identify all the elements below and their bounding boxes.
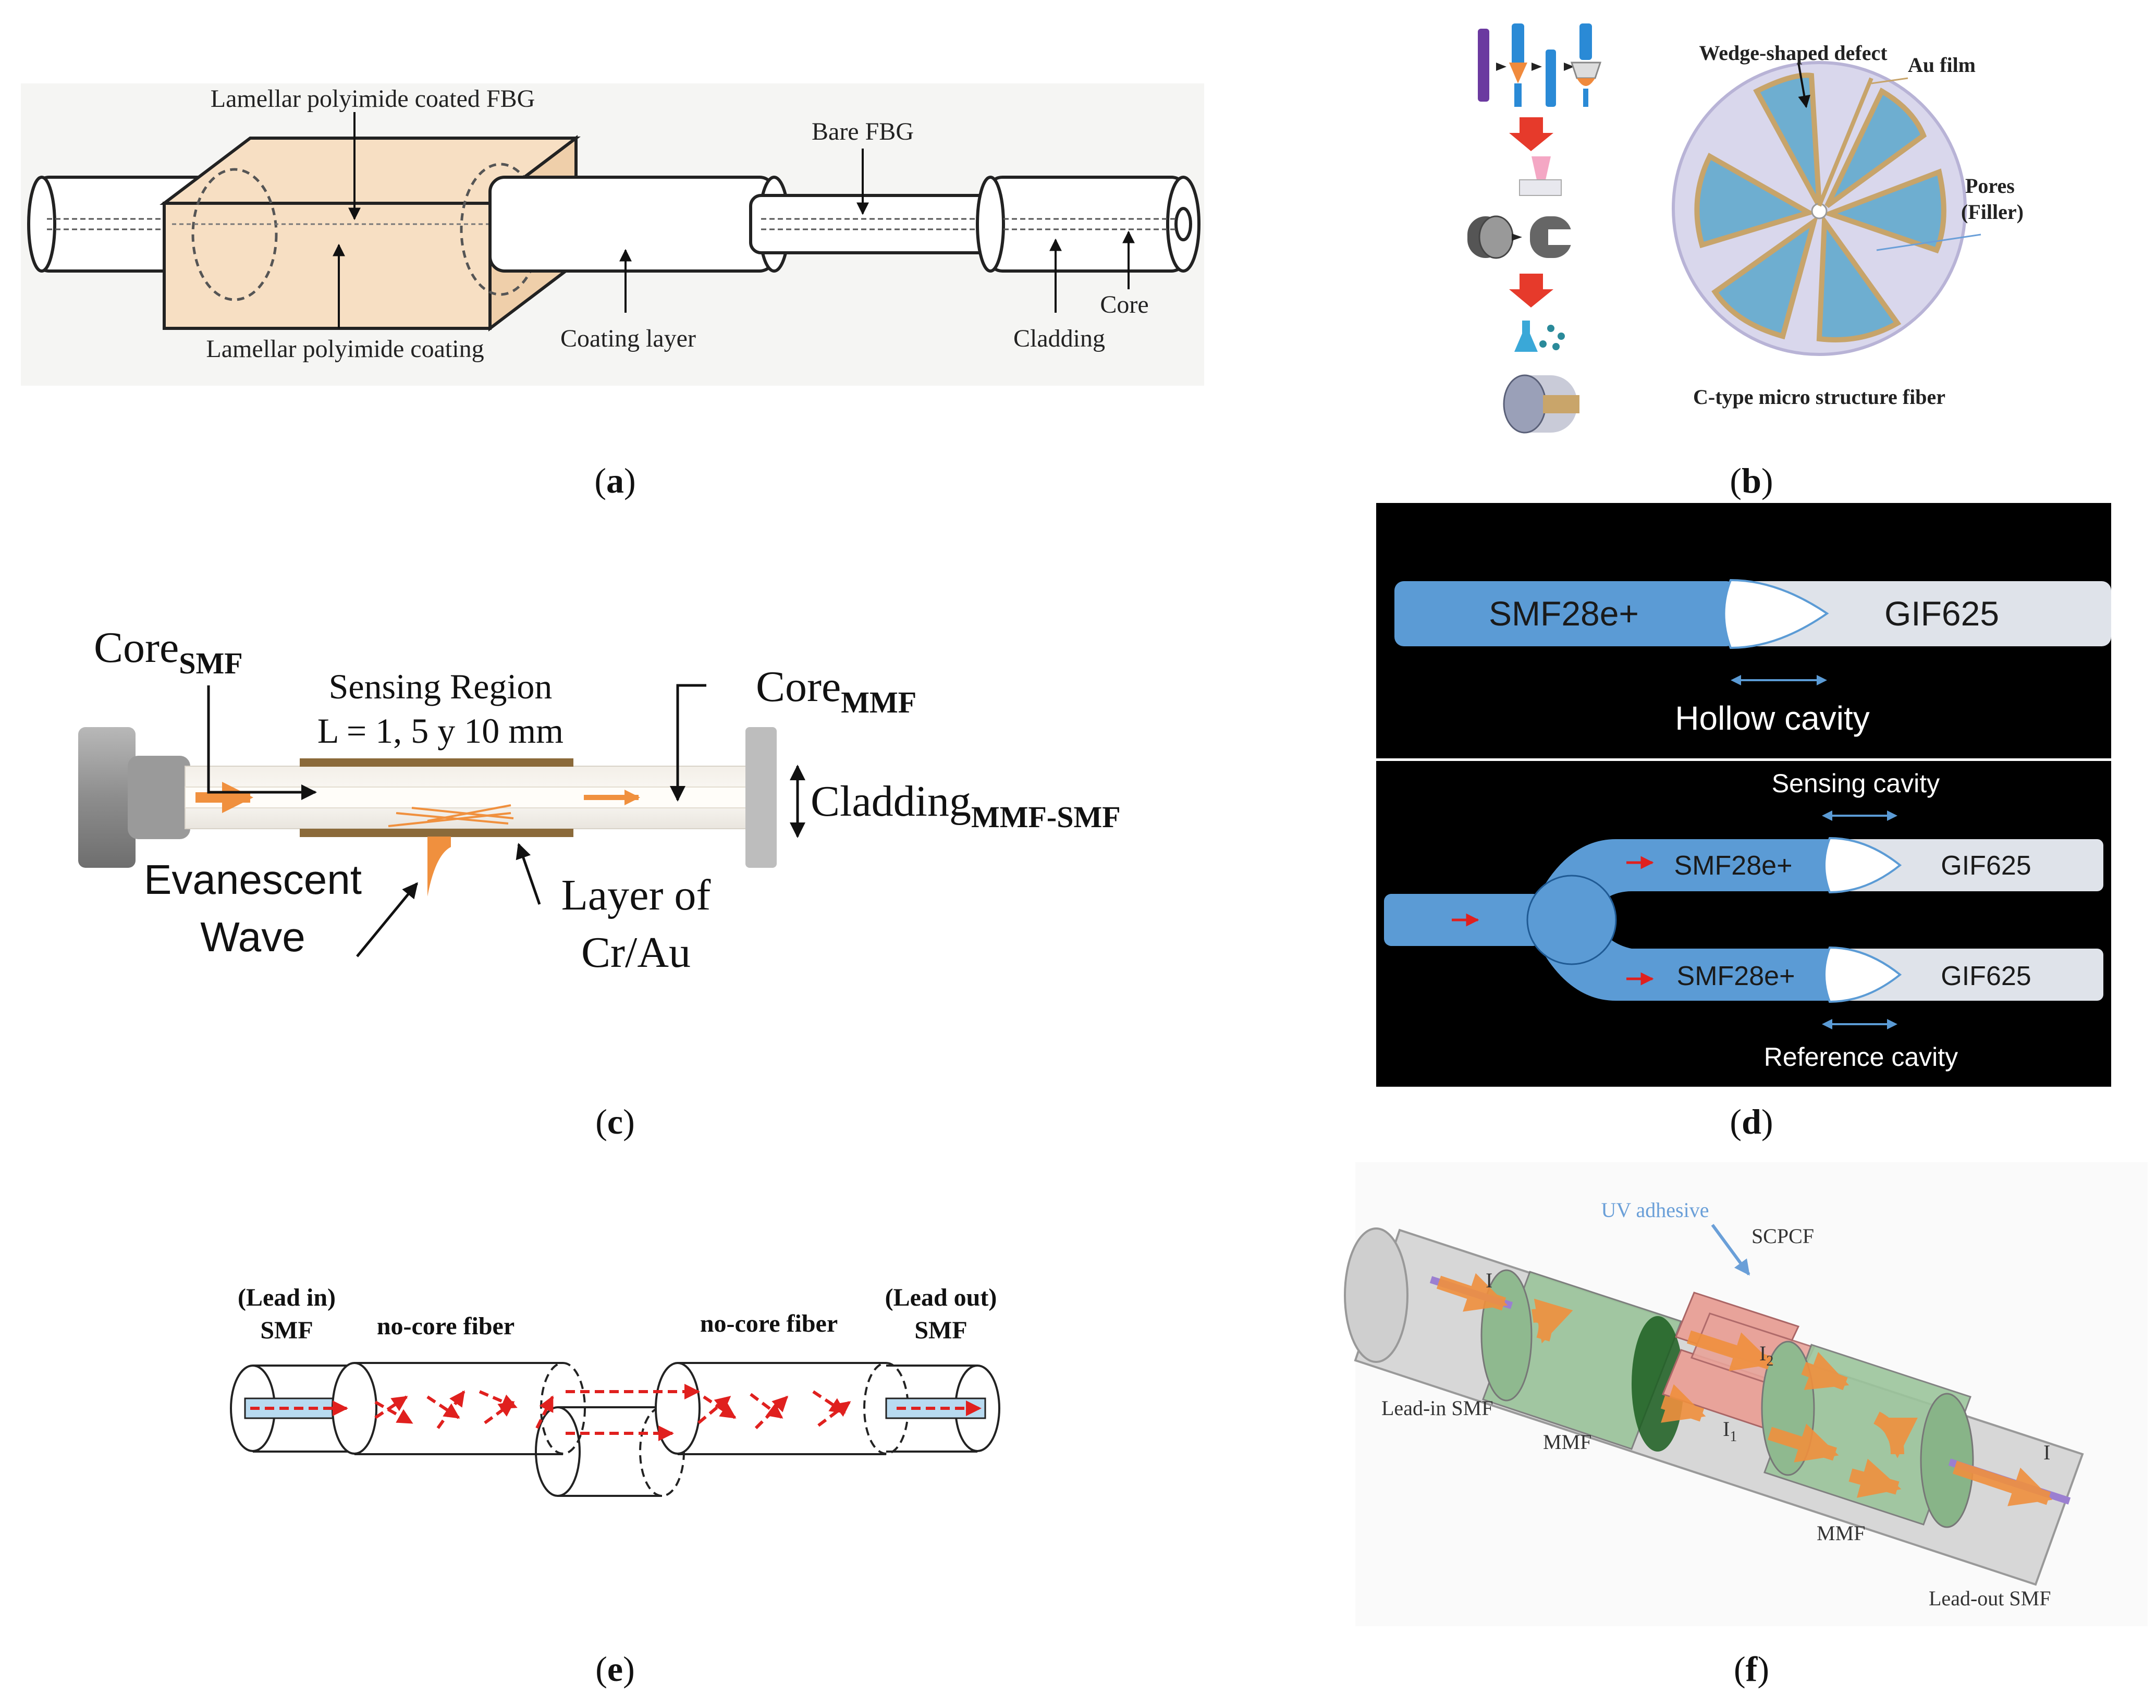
- reference-cavity-shape: [1823, 946, 1902, 1003]
- label-top-gif: GIF625: [1884, 594, 1999, 633]
- label-pores: Pores: [1965, 174, 2015, 198]
- panel-f: UV adhesive SCPCF I I2 Lead-in SMF MMF I…: [1344, 1162, 2148, 1626]
- label-filler: (Filler): [1961, 200, 2024, 224]
- label-lead-out-smf: Lead-out SMF: [1929, 1587, 2051, 1610]
- label-mmf-1: MMF: [1543, 1430, 1591, 1454]
- label-lower-gif: GIF625: [1941, 961, 2031, 991]
- smf-connector: [78, 727, 136, 868]
- label-cladding: Cladding: [1013, 325, 1105, 352]
- label-lead-out-2: SMF: [914, 1317, 967, 1344]
- label-sensing-cavity: Sensing cavity: [1772, 769, 1940, 798]
- label-lead-in-1: (Lead in): [238, 1284, 336, 1311]
- label-i2: I2: [1759, 1342, 1773, 1369]
- cladding-segment: [976, 176, 1200, 273]
- label-au-film: Au film: [1908, 53, 1976, 77]
- label-reference-cavity: Reference cavity: [1764, 1042, 1958, 1072]
- label-lamellar-coating: Lamellar polyimide coating: [206, 335, 484, 363]
- panel-a: Lamellar polyimide coated FBG Bare FBG L…: [21, 83, 1204, 386]
- label-upper-smf: SMF28e+: [1674, 851, 1793, 881]
- coating-layer-segment: [488, 176, 790, 273]
- label-no-core-2: no-core fiber: [700, 1310, 838, 1337]
- label-uv-adhesive: UV adhesive: [1601, 1198, 1709, 1222]
- label-layer-1: Layer of: [561, 871, 711, 919]
- label-lead-out-1: (Lead out): [885, 1284, 997, 1311]
- hollow-cavity-top: [1723, 579, 1829, 649]
- label-layer-2: Cr/Au: [581, 928, 691, 977]
- label-lamellar-coated-fbg: Lamellar polyimide coated FBG: [211, 85, 535, 113]
- label-upper-gif: GIF625: [1941, 851, 2031, 881]
- cr-au-layer-bottom: [300, 829, 573, 837]
- label-i-out: I: [2043, 1441, 2050, 1464]
- label-lead-in-2: SMF: [260, 1317, 313, 1344]
- cr-au-layer-top: [300, 758, 573, 767]
- label-bare-fbg: Bare FBG: [812, 118, 914, 145]
- label-i1: I1: [1723, 1417, 1737, 1445]
- label-mmf-2: MMF: [1817, 1521, 1865, 1545]
- panel-label-a: (a): [594, 461, 635, 500]
- panel-e: [230, 1362, 1000, 1497]
- fabrication-process-steps: [1467, 23, 1602, 434]
- label-coating-layer: Coating layer: [560, 325, 696, 352]
- panel-b: Wedge-shaped defect Au film Pores (Fille…: [1467, 23, 2024, 434]
- label-lead-in-smf: Lead-in SMF: [1381, 1396, 1493, 1420]
- panel-c: CoreSMF Sensing Region L = 1, 5 y 10 mm …: [78, 623, 1121, 977]
- panel-e-light-paths: [250, 1384, 982, 1441]
- label-core-smf: CoreSMF: [94, 623, 243, 680]
- sensing-cavity-shape: [1823, 837, 1902, 894]
- label-c-type-caption: C-type micro structure fiber: [1693, 385, 1945, 409]
- label-sensing-region: Sensing Region: [329, 667, 553, 706]
- label-core: Core: [1100, 291, 1148, 318]
- coupler-junction: [1526, 875, 1617, 965]
- label-lower-smf: SMF28e+: [1677, 961, 1795, 991]
- panel-label-b: (b): [1730, 461, 1773, 500]
- label-length: L = 1, 5 y 10 mm: [317, 711, 564, 751]
- label-evanescent-2: Wave: [200, 914, 305, 960]
- panel-label-d: (d): [1730, 1102, 1773, 1141]
- label-core-mmf: CoreMMF: [756, 662, 916, 719]
- label-i-in: I: [1486, 1269, 1492, 1292]
- label-hollow-cavity: Hollow cavity: [1675, 699, 1869, 737]
- panel-label-c: (c): [595, 1102, 635, 1141]
- label-evanescent-1: Evanescent: [144, 856, 362, 903]
- light-arrows: [1436, 1273, 2053, 1506]
- c-type-fiber-cross-section: [1672, 61, 1967, 356]
- label-cladding-mmf-smf: CladdingMMF-SMF: [811, 777, 1121, 834]
- label-scpcf: SCPCF: [1751, 1224, 1814, 1248]
- label-top-smf: SMF28e+: [1489, 594, 1639, 633]
- panel-d: SMF28e+ GIF625 Hollow cavity Sensing cav…: [1376, 503, 2111, 1087]
- bare-fbg-segment: [749, 194, 997, 254]
- smf28-fiber-top: [1394, 581, 1736, 646]
- panel-label-e: (e): [595, 1649, 635, 1689]
- label-wedge-defect: Wedge-shaped defect: [1699, 41, 1888, 65]
- label-no-core-1: no-core fiber: [377, 1312, 514, 1340]
- panel-label-f: (f): [1734, 1649, 1769, 1689]
- gif625-fiber-top: [1731, 581, 2111, 646]
- coupler-branches: [1535, 839, 1835, 1001]
- evanescent-wave-shape: [427, 837, 451, 896]
